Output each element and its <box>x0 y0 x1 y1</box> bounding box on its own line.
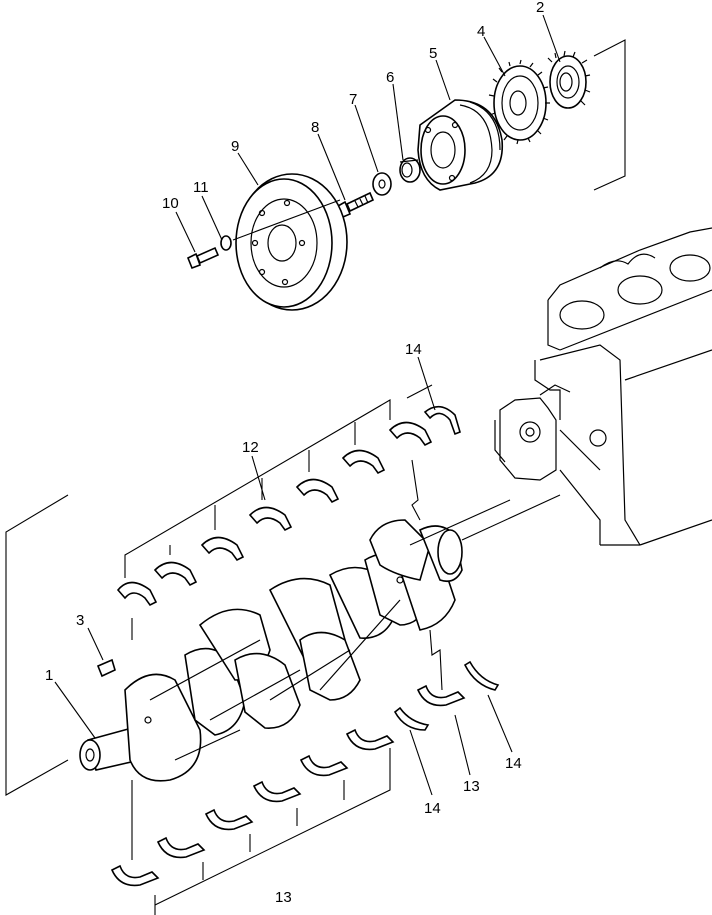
callout-labels: 1 2 3 4 5 6 7 8 9 10 11 12 13 13 14 14 1… <box>45 0 544 906</box>
callout-11: 11 <box>193 179 209 196</box>
crankshaft-gear-small <box>547 50 591 109</box>
pulley-mounting-bolt <box>186 246 220 270</box>
callout-6: 6 <box>386 69 394 86</box>
bracket-lines <box>5 39 626 915</box>
callout-13-right: 13 <box>463 778 480 795</box>
callout-14-lower-left: 14 <box>424 800 441 817</box>
callout-1: 1 <box>45 667 53 684</box>
callout-13-lower: 13 <box>275 889 292 906</box>
crankshaft-pulley-hub <box>417 99 504 191</box>
crankshaft-pulley <box>235 173 348 311</box>
callout-3: 3 <box>76 612 84 629</box>
engine-block <box>494 227 712 546</box>
dowel-pin <box>96 658 116 678</box>
leader-lines <box>54 14 561 796</box>
callout-5: 5 <box>429 45 437 62</box>
crankshaft-gear-large <box>488 59 550 145</box>
callout-9: 9 <box>231 138 239 155</box>
callout-14-upper: 14 <box>405 341 422 358</box>
callout-14-lower-right: 14 <box>505 755 522 772</box>
callout-12: 12 <box>242 439 259 456</box>
lower-main-bearings <box>110 660 500 887</box>
callout-8: 8 <box>311 119 319 136</box>
crankshaft <box>79 494 561 782</box>
lock-washer <box>220 235 232 251</box>
washer <box>372 172 392 196</box>
callout-2: 2 <box>536 0 544 16</box>
callout-7: 7 <box>349 91 357 108</box>
upper-main-bearings <box>116 405 461 607</box>
sleeve <box>399 157 421 183</box>
callout-10: 10 <box>162 195 179 212</box>
callout-4: 4 <box>477 23 485 40</box>
